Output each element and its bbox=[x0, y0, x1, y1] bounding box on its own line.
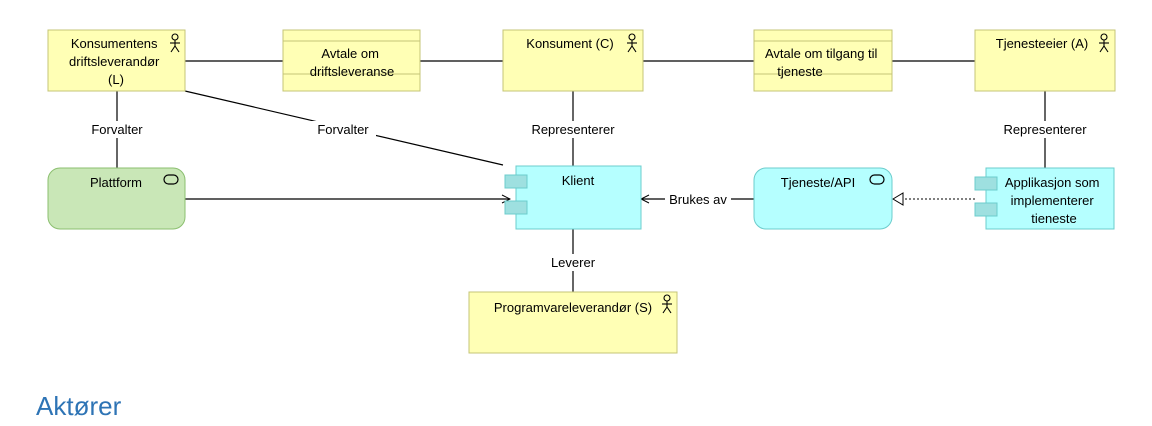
node-programvareleverandor[interactable]: Programvareleverandør (S) bbox=[468, 291, 678, 354]
actor-icon bbox=[662, 294, 672, 314]
svg-text:Tjenesteeier (A): Tjenesteeier (A) bbox=[996, 36, 1088, 51]
svg-text:Applikasjon som implemen: Applikasjon som implementerer tieneste bbox=[1005, 175, 1103, 226]
node-tjenesteeier[interactable]: Tjenesteeier (A) bbox=[974, 29, 1116, 92]
section-heading: Aktører bbox=[36, 391, 122, 421]
node-label-line: tjeneste bbox=[777, 64, 823, 79]
edge-label-representerer-c: Representerer bbox=[531, 122, 615, 137]
node-label-line: Programvareleverandør (S) bbox=[494, 300, 652, 315]
edge-label-leverer: Leverer bbox=[551, 255, 596, 270]
component-icon-tab bbox=[974, 176, 998, 191]
actor-icon bbox=[170, 33, 180, 53]
component-icon-tab bbox=[974, 202, 998, 217]
service-icon bbox=[163, 174, 179, 185]
node-label-line: Konsumentens bbox=[71, 36, 158, 51]
svg-text:Plattform: Plattform bbox=[90, 175, 142, 190]
node-plattform[interactable]: Plattform bbox=[47, 167, 186, 230]
node-label-line: Avtale om tilgang til bbox=[765, 46, 878, 61]
node-label-line: Avtale om bbox=[321, 46, 379, 61]
node-label-line: driftsleveranse bbox=[310, 64, 395, 79]
svg-text:Avtale om tilgang til tj: Avtale om tilgang til tjeneste bbox=[765, 46, 881, 79]
edge-label-forvalter-diag: Forvalter bbox=[317, 122, 369, 137]
svg-text:Konsumentens driftslever: Konsumentens driftsleverandør (L) bbox=[69, 36, 163, 87]
node-label-line: tieneste bbox=[1031, 211, 1077, 226]
svg-text:Programvareleverandør (S): Programvareleverandør (S) bbox=[494, 300, 652, 315]
node-konsument[interactable]: Konsument (C) bbox=[502, 29, 644, 92]
node-label-line: implementerer bbox=[1011, 193, 1095, 208]
node-label-line: (L) bbox=[108, 72, 124, 87]
realization-arrowhead bbox=[892, 192, 904, 206]
component-icon-tab bbox=[504, 200, 528, 215]
node-label-line: Klient bbox=[562, 173, 595, 188]
edge-label-forvalter-left: Forvalter bbox=[91, 122, 143, 137]
node-tjeneste-api[interactable]: Tjeneste/API bbox=[753, 167, 893, 230]
node-label-line: Plattform bbox=[90, 175, 142, 190]
node-label-line: Konsument (C) bbox=[526, 36, 613, 51]
actor-icon bbox=[1099, 33, 1109, 53]
svg-text:Tjeneste/API: Tjeneste/API bbox=[781, 175, 855, 190]
node-konsumentens-driftsleverandor[interactable]: Konsumentens driftsleverandør (L) bbox=[47, 29, 186, 92]
node-label-line: Tjenesteeier (A) bbox=[996, 36, 1088, 51]
node-avtale-driftsleveranse[interactable]: Avtale om driftsleveranse bbox=[282, 29, 421, 92]
node-label-line: Tjeneste/API bbox=[781, 175, 855, 190]
actor-icon bbox=[627, 33, 637, 53]
edge-labels: Forvalter Forvalter Representerer Repres… bbox=[85, 121, 1090, 271]
node-avtale-tilgang[interactable]: Avtale om tilgang til tjeneste bbox=[753, 29, 893, 92]
node-label-line: Applikasjon som bbox=[1005, 175, 1100, 190]
architecture-diagram: Forvalter Forvalter Representerer Repres… bbox=[47, 29, 1116, 354]
edge-label-brukes-av: Brukes av bbox=[669, 192, 727, 207]
node-applikasjon[interactable]: Applikasjon som implementerer tieneste bbox=[974, 167, 1115, 230]
svg-text:Klient: Klient bbox=[562, 173, 595, 188]
component-icon-tab bbox=[504, 174, 528, 189]
svg-text:Konsument (C): Konsument (C) bbox=[526, 36, 613, 51]
svg-text:Avtale om driftsleverans: Avtale om driftsleveranse bbox=[310, 46, 395, 79]
service-icon bbox=[869, 174, 885, 185]
node-label-line: driftsleverandør bbox=[69, 54, 160, 69]
edge-label-representerer-a: Representerer bbox=[1003, 122, 1087, 137]
node-klient[interactable]: Klient bbox=[504, 165, 642, 230]
